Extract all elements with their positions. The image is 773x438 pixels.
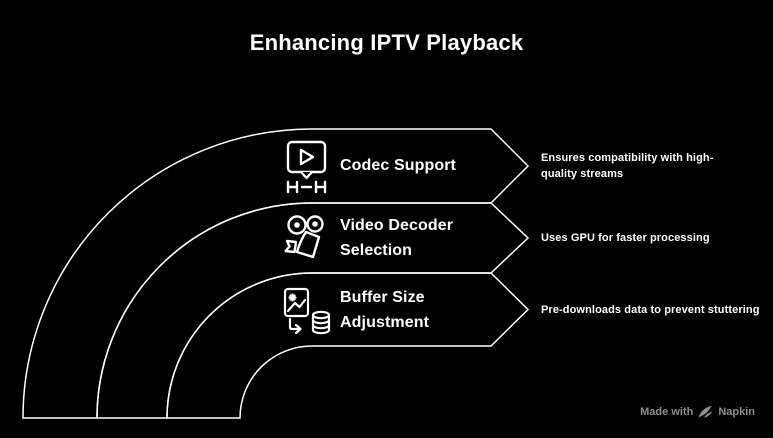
napkin-quill-icon bbox=[698, 405, 713, 418]
step-desc-buffer-size: Pre-downloads data to prevent stuttering bbox=[541, 304, 760, 316]
napkin-brand-text: Napkin bbox=[718, 405, 755, 418]
movie-camera-icon bbox=[284, 215, 324, 259]
step-label-codec-support: Codec Support bbox=[340, 157, 456, 174]
page-title: Enhancing IPTV Playback bbox=[249, 30, 524, 55]
made-with-napkin-badge[interactable]: Made with Napkin bbox=[640, 405, 755, 418]
video-player-timeline-icon bbox=[286, 140, 327, 194]
step-label-buffer-size: Buffer Size Adjustment bbox=[340, 289, 429, 331]
band-buffer-size-shape bbox=[166, 272, 530, 419]
step-desc-codec-support: Ensures compatibility with high-quality … bbox=[541, 152, 714, 180]
step-label-video-decoder: Video Decoder Selection bbox=[340, 217, 454, 259]
file-to-database-icon bbox=[283, 287, 331, 335]
step-desc-video-decoder: Uses GPU for faster processing bbox=[541, 232, 710, 244]
made-with-text: Made with bbox=[640, 405, 694, 418]
